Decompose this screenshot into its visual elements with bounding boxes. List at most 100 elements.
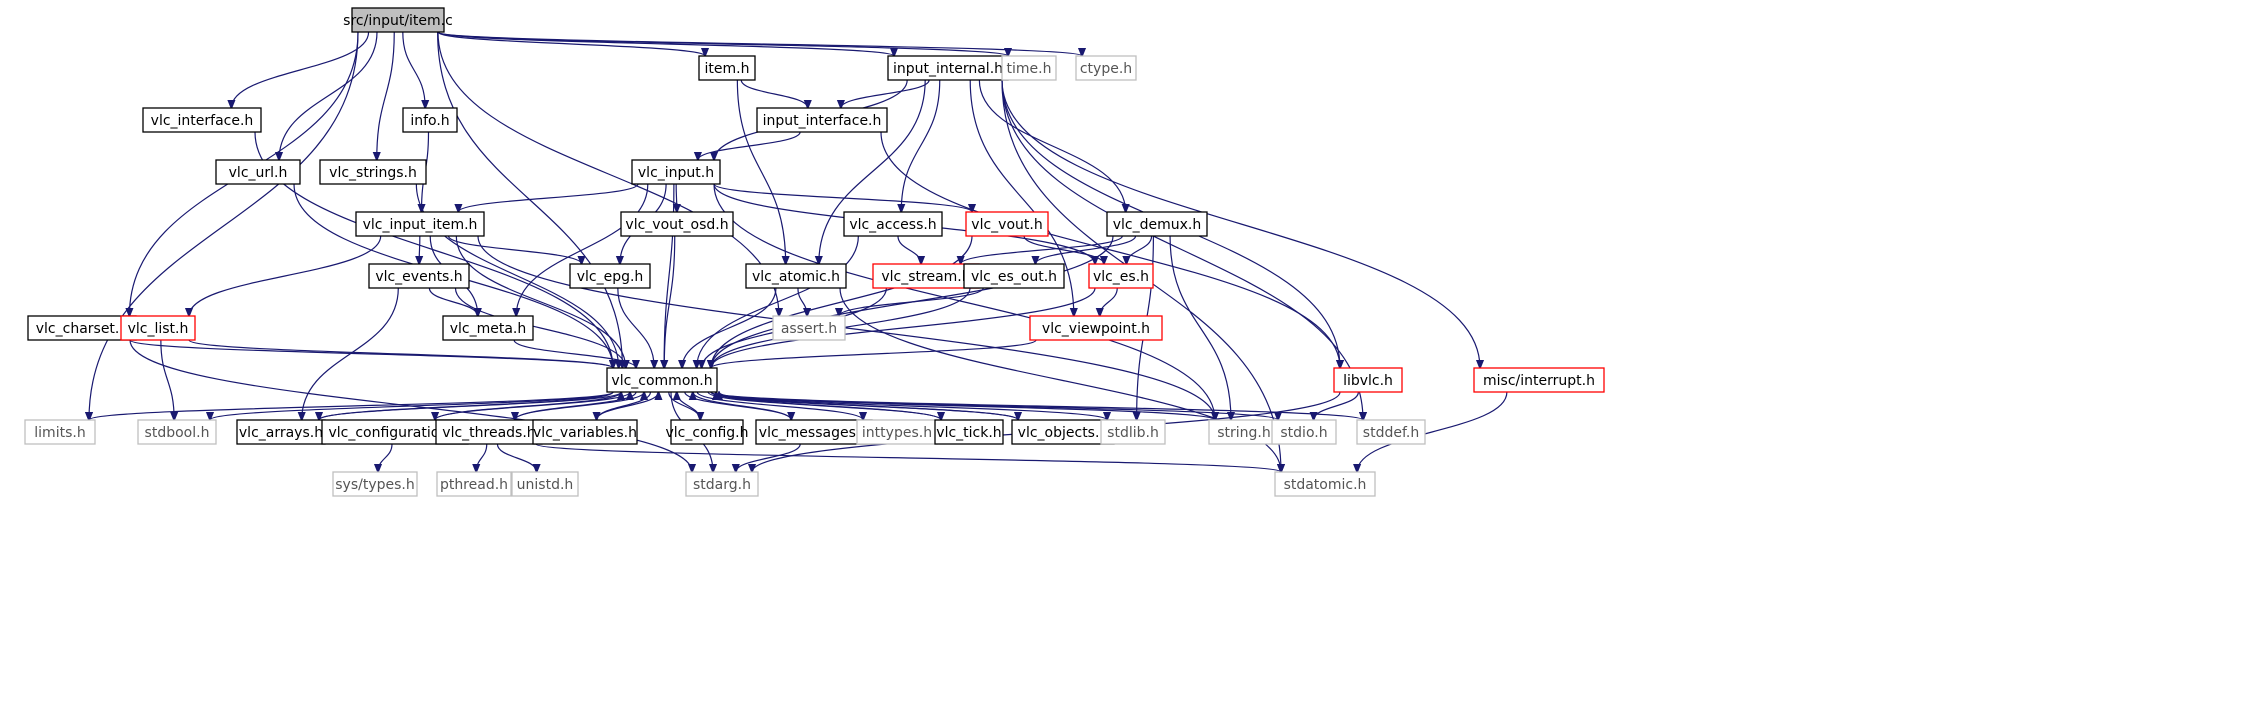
node-info-h[interactable]: info.h [402, 107, 458, 133]
node-box [319, 159, 427, 185]
node-vlc-common-h[interactable]: vlc_common.h [606, 367, 718, 393]
node-box [1075, 55, 1137, 81]
edge-vlc_demux_h-to-vlc_stream_h [961, 235, 1123, 264]
edge-vlc_input_h-to-vlc_vout_osd_h [676, 183, 677, 212]
node-misc-interrupt-h[interactable]: misc/interrupt.h [1473, 367, 1605, 393]
node-label: misc/interrupt.h [1483, 373, 1595, 389]
edge-vlc_input_item_h-to-vlc_list_h [189, 235, 382, 316]
node-vlc-variables-h[interactable]: vlc_variables.h [532, 419, 638, 445]
edge-item_c-to-vlc_strings_h [377, 31, 395, 160]
node-vlc-input-h[interactable]: vlc_input.h [631, 159, 721, 185]
node-vlc-config-h[interactable]: vlc_config.h [665, 419, 749, 445]
node-box [843, 211, 943, 237]
node-vlc-messages-h[interactable]: vlc_messages.h [755, 419, 873, 445]
node-stdbool-h[interactable]: stdbool.h [137, 419, 217, 445]
node-stdlib-h[interactable]: stdlib.h [1100, 419, 1166, 445]
edge-input_interface_h-to-libvlc_h [880, 131, 1340, 368]
node-label: vlc_list.h [128, 321, 189, 337]
node-label: vlc_es_out.h [971, 269, 1057, 285]
node-vlc-vout-h[interactable]: vlc_vout.h [965, 211, 1049, 237]
node-vlc-arrays-h[interactable]: vlc_arrays.h [236, 419, 326, 445]
node-label: vlc_input_item.h [363, 217, 478, 233]
node-box [532, 419, 638, 445]
node-ctype-h[interactable]: ctype.h [1075, 55, 1137, 81]
node-input-interface-h[interactable]: input_interface.h [756, 107, 888, 133]
node-stdatomic-h[interactable]: stdatomic.h [1274, 471, 1376, 497]
node-vlc-meta-h[interactable]: vlc_meta.h [442, 315, 534, 341]
edge-vlc_events_h-to-vlc_arrays_h [302, 287, 399, 420]
node-label: unistd.h [517, 477, 574, 493]
node-vlc-threads-h[interactable]: vlc_threads.h [435, 419, 543, 445]
node-label: vlc_stream.h [881, 269, 970, 285]
node-label: vlc_events.h [375, 269, 462, 285]
edge-misc_interrupt_h-to-stdatomic_h [1357, 391, 1508, 472]
node-vlc-demux-h[interactable]: vlc_demux.h [1106, 211, 1208, 237]
edge-vlc_common_h-to-stdbool_h [210, 391, 614, 420]
node-box [745, 263, 847, 289]
node-input-internal-h[interactable]: input_internal.h [887, 55, 1009, 81]
node-vlc-events-h[interactable]: vlc_events.h [368, 263, 470, 289]
node-stdio-h[interactable]: stdio.h [1271, 419, 1337, 445]
node-vlc-epg-h[interactable]: vlc_epg.h [569, 263, 651, 289]
node-libvlc-h[interactable]: libvlc.h [1333, 367, 1403, 393]
node-vlc-input-item-h[interactable]: vlc_input_item.h [355, 211, 485, 237]
edge-vlc_input_h-to-vlc_input_item_h [458, 183, 639, 212]
node-label: vlc_demux.h [1113, 217, 1202, 233]
edge-vlc_arrays_h-to-vlc_common_h [318, 392, 621, 421]
node-stddef-h[interactable]: stddef.h [1356, 419, 1426, 445]
node-label: libvlc.h [1343, 373, 1393, 389]
node-stdarg-h[interactable]: stdarg.h [685, 471, 759, 497]
node-vlc-access-h[interactable]: vlc_access.h [843, 211, 943, 237]
edge-vlc_atomic_h-to-assert_h [797, 287, 807, 316]
node-sys-types-h[interactable]: sys/types.h [332, 471, 418, 497]
node-vlc-interface-h[interactable]: vlc_interface.h [142, 107, 262, 133]
node-assert-h[interactable]: assert.h [772, 315, 846, 341]
node-label: pthread.h [440, 477, 508, 493]
edge-vlc_list_h-to-vlc_common_h [188, 339, 613, 368]
node-vlc-stream-h[interactable]: vlc_stream.h [872, 263, 980, 289]
node-box [1001, 55, 1057, 81]
node-vlc-es-out-h[interactable]: vlc_es_out.h [963, 263, 1065, 289]
edge-input_internal_h-to-input_interface_h [841, 79, 930, 108]
node-string-h[interactable]: string.h [1208, 419, 1280, 445]
node-pthread-h[interactable]: pthread.h [436, 471, 512, 497]
node-vlc-strings-h[interactable]: vlc_strings.h [319, 159, 427, 185]
edge-vlc_demux_h-to-vlc_es_out_h [1035, 235, 1137, 264]
node-label: vlc_charset.h [36, 321, 129, 337]
edge-vlc_threads_h-to-vlc_common_h [514, 392, 644, 421]
edge-vlc_common_h-to-limits_h [89, 391, 614, 420]
edge-input_interface_h-to-vlc_input_h [698, 131, 801, 160]
node-label: vlc_meta.h [450, 321, 527, 337]
node-vlc-vout-osd-h[interactable]: vlc_vout_osd.h [620, 211, 734, 237]
node-label: stdlib.h [1107, 425, 1159, 441]
node-time-h[interactable]: time.h [1001, 55, 1057, 81]
node-unistd-h[interactable]: unistd.h [511, 471, 579, 497]
node-box [1473, 367, 1605, 393]
node-vlc-charset-h[interactable]: vlc_charset.h [27, 315, 137, 341]
edge-vlc_meta_h-to-vlc_common_h [513, 339, 636, 368]
node-vlc-viewpoint-h[interactable]: vlc_viewpoint.h [1029, 315, 1163, 341]
edge-vlc_atomic_h-to-vlc_common_h [682, 287, 777, 368]
node-limits-h[interactable]: limits.h [24, 419, 96, 445]
edge-item_c-to-input_internal_h [437, 31, 894, 56]
node-vlc-list-h[interactable]: vlc_list.h [120, 315, 196, 341]
node-label: inttypes.h [862, 425, 932, 441]
edge-input_internal_h-to-vlc_viewpoint_h [969, 79, 1074, 316]
node-label: src/input/item.c [343, 13, 453, 29]
edge-vlc_messages_h-to-stdarg_h [736, 443, 801, 472]
edge-input_internal_h-to-vlc_atomic_h [819, 79, 926, 264]
node-label: stdio.h [1280, 425, 1327, 441]
node-vlc-es-h[interactable]: vlc_es.h [1088, 263, 1154, 289]
node-label: vlc_configuration.h [328, 425, 461, 441]
node-label: vlc_vout_osd.h [625, 217, 728, 233]
node-label: ctype.h [1080, 61, 1132, 77]
node-item-h[interactable]: item.h [698, 55, 756, 81]
node-box [402, 107, 458, 133]
node-label: vlc_strings.h [329, 165, 417, 181]
node-vlc-url-h[interactable]: vlc_url.h [215, 159, 301, 185]
node-inttypes-h[interactable]: inttypes.h [856, 419, 938, 445]
node-vlc-tick-h[interactable]: vlc_tick.h [934, 419, 1004, 445]
node-vlc-objects-h[interactable]: vlc_objects.h [1011, 419, 1115, 445]
edge-vlc_threads_h-to-unistd_h [496, 443, 536, 472]
node-vlc-atomic-h[interactable]: vlc_atomic.h [745, 263, 847, 289]
